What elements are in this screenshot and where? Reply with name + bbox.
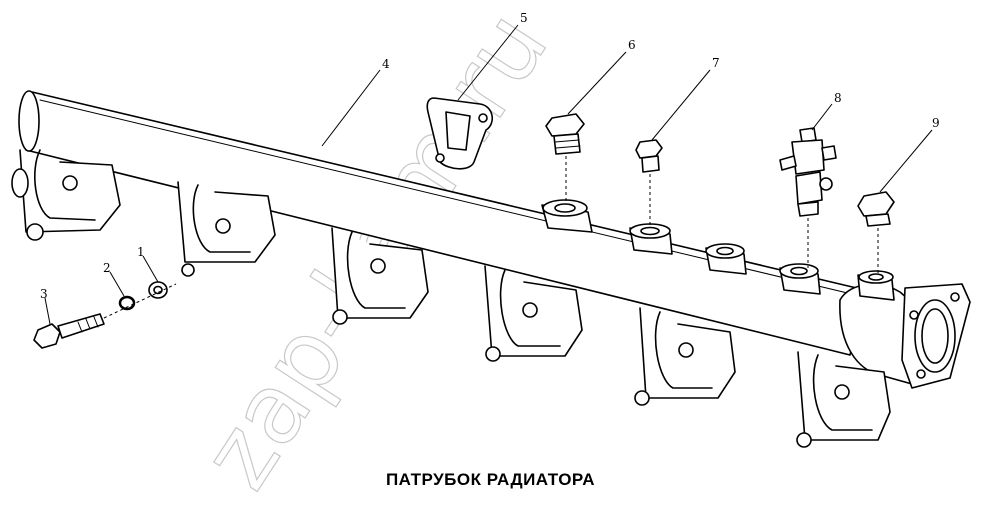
boss-5 [857,270,895,301]
bracket-4 [484,265,583,362]
plug-bolt [857,191,895,227]
long-bolt [33,313,105,349]
leader-3 [44,297,51,325]
diagram-caption: ПАТРУБОК РАДИАТОРА [385,470,596,489]
callout-6: 6 [628,38,636,52]
plug-large [545,113,585,155]
spring-washer [118,295,136,311]
boss-3 [705,243,747,275]
bracket-3 [331,227,429,325]
callout-5: 5 [520,11,528,25]
callout-7: 7 [712,56,720,70]
boss-2 [629,223,673,255]
gasket [426,97,493,170]
leader-6 [567,51,627,115]
leader-9 [879,129,933,193]
leader-7 [651,69,711,141]
leader-8 [811,103,833,131]
bracket-2 [177,181,276,277]
outlet-flange [839,283,971,389]
drain-valve [779,127,837,217]
leader-1 [142,255,159,283]
callout-1: 1 [137,245,145,259]
axis-washers [103,283,177,319]
plug-small [635,139,663,173]
boss-4 [779,263,821,295]
bracket-6 [796,351,891,448]
leader-2 [109,271,125,297]
callout-9: 9 [932,116,940,130]
leader-4 [321,69,381,147]
callout-3: 3 [40,287,48,301]
leader-5 [457,24,519,101]
boss-1 [541,199,593,233]
callout-4: 4 [382,57,390,71]
bracket-1 [11,149,121,241]
callout-8: 8 [834,91,842,105]
bracket-5 [634,307,736,406]
callout-2: 2 [103,261,111,275]
